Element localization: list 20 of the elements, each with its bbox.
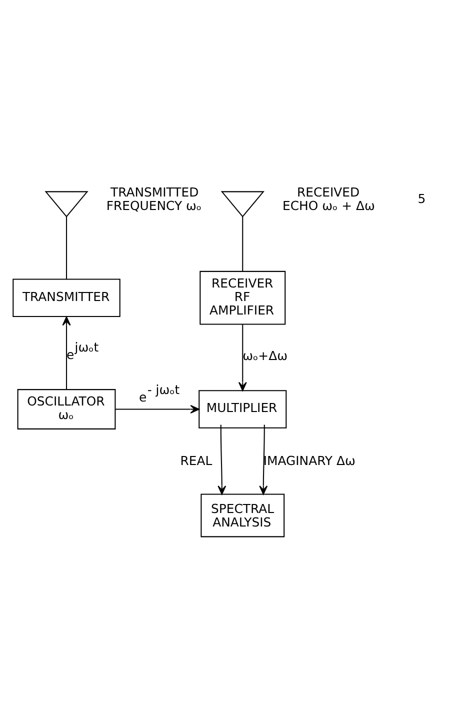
node-box: TRANSMITTER [12,278,120,317]
node-triangle [44,190,88,217]
connector [242,216,243,271]
node-box: MULTIPLIER [198,390,286,428]
edge-label: REAL [180,452,212,468]
arrow [115,404,199,413]
label: 5 [417,190,426,206]
edge-label: ωₒ+Δω [242,348,287,363]
arrow [238,324,246,391]
arrow [258,424,268,494]
node-triangle [220,190,264,217]
arrow [217,424,226,494]
node-box: RECEIVER RF AMPLIFIER [199,270,286,324]
connector [65,216,67,279]
edge-label: IMAGINARY Δω [262,452,355,468]
node-box: SPECTRAL ANALYSIS [200,493,284,537]
arrow [62,316,70,389]
node-label: TRANSMITTED FREQUENCY ωₒ [106,184,202,212]
node-box: OSCILLATOR ωₒ [16,388,116,429]
node-label: RECEIVED ECHO ωₒ + Δω [282,184,374,212]
